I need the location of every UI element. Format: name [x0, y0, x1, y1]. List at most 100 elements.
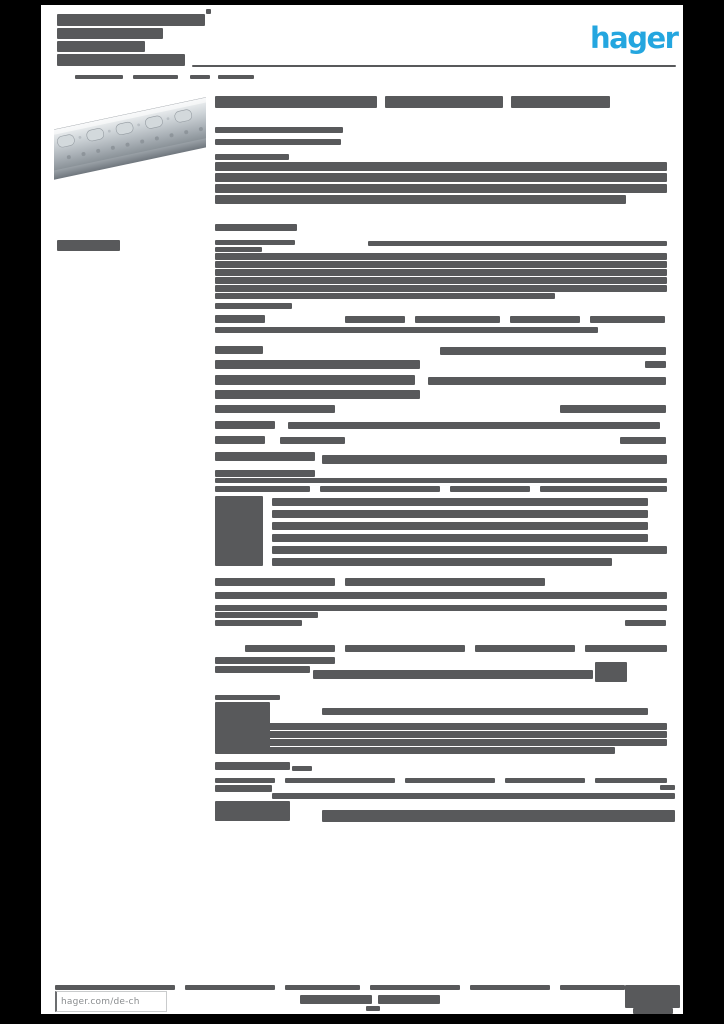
technical-table-bar	[215, 360, 420, 369]
details-section-bar	[215, 285, 667, 292]
dimension-row-bar	[475, 645, 575, 652]
description-section-bar	[215, 224, 297, 231]
technical-table-bar	[215, 346, 263, 354]
technical-table-bar	[322, 455, 667, 464]
logistics-section-bar	[215, 762, 290, 770]
header-address-bar	[57, 54, 185, 66]
technical-table-bar	[288, 422, 660, 429]
logistics-section-bar	[272, 793, 675, 799]
header-address-bar	[57, 41, 145, 52]
technical-table-bar	[215, 390, 420, 399]
description-section-bar	[215, 162, 667, 171]
technical-table-bar	[215, 375, 415, 385]
details-section-bar	[215, 315, 265, 323]
logistics-section-bar	[505, 778, 585, 783]
subtitle-bar	[215, 127, 343, 133]
page-margin-top	[0, 0, 724, 5]
page-margin-right	[683, 0, 724, 1024]
description-section-bar	[215, 154, 289, 160]
technical-table-bar	[428, 377, 666, 385]
logistics-section-bar	[595, 778, 667, 783]
characteristics-table-bar	[215, 486, 310, 492]
footer-website-box[interactable]: hager.com/de-ch	[55, 991, 167, 1012]
product-image	[36, 84, 224, 190]
technical-table-bar	[215, 470, 315, 477]
details-section-bar	[345, 316, 405, 323]
characteristics-table-bar	[215, 592, 667, 599]
hager-logo: hager	[590, 21, 679, 55]
header-address-bar	[206, 9, 211, 14]
characteristics-table-bar	[215, 496, 263, 566]
characteristics-table-bar	[215, 578, 335, 586]
details-section-bar	[215, 303, 292, 309]
details-section-bar	[215, 277, 667, 284]
logistics-section-bar	[292, 766, 312, 771]
footer-disclaimer-bar	[55, 985, 175, 990]
header-subline-bar	[133, 75, 178, 79]
footer-disclaimer-bar	[470, 985, 550, 990]
logistics-section-bar	[285, 778, 395, 783]
header-rule-bar	[192, 65, 676, 67]
details-section-bar	[215, 293, 555, 299]
characteristics-table-bar	[215, 478, 667, 483]
footer-pageinfo-bar	[300, 995, 372, 1004]
logistics-section-bar	[215, 785, 272, 792]
footer-disclaimer-bar	[370, 985, 460, 990]
side-label-bar	[57, 240, 120, 251]
details-section-bar	[590, 316, 665, 323]
details-section-bar	[215, 261, 667, 268]
technical-table-bar	[560, 405, 666, 413]
page-margin-left	[0, 0, 41, 1024]
details-section-bar	[215, 240, 295, 245]
mounting-rail-illustration	[36, 95, 224, 182]
product-title-bar	[385, 96, 503, 108]
details-section-bar	[215, 327, 598, 333]
footer-disclaimer-bar	[560, 985, 625, 990]
logistics-section-bar	[215, 778, 275, 783]
details-section-bar	[368, 241, 667, 246]
dimension-row-bar	[625, 620, 666, 626]
description-section-bar	[215, 173, 667, 182]
footer-website-link[interactable]: hager.com/de-ch	[61, 996, 140, 1007]
logistics-section-bar	[215, 739, 667, 746]
characteristics-table-bar	[272, 498, 648, 506]
characteristics-table-bar	[215, 605, 667, 611]
footer-disclaimer-bar	[185, 985, 275, 990]
logistics-section-bar	[215, 723, 667, 730]
characteristics-table-bar	[272, 534, 648, 542]
details-section-bar	[215, 269, 667, 276]
details-section-bar	[215, 253, 667, 260]
characteristics-table-bar	[320, 486, 440, 492]
characteristics-table-bar	[272, 522, 648, 530]
technical-table-bar	[280, 437, 345, 444]
header-subline-bar	[75, 75, 123, 79]
header-address-bar	[57, 28, 163, 39]
subtitle-bar	[215, 139, 341, 145]
weight-row-bar	[313, 670, 593, 679]
description-section-bar	[215, 184, 667, 193]
characteristics-table-bar	[540, 486, 667, 492]
details-section-bar	[415, 316, 500, 323]
dimension-row-bar	[215, 612, 318, 618]
logistics-section-bar	[215, 695, 280, 700]
page-margin-bottom	[0, 1014, 724, 1024]
characteristics-table-bar	[345, 578, 545, 586]
characteristics-table-bar	[272, 546, 667, 554]
logistics-section-bar	[660, 785, 675, 790]
product-title-bar	[215, 96, 377, 108]
weight-row-bar	[595, 662, 627, 682]
logistics-section-bar	[215, 747, 615, 754]
header-subline-bar	[218, 75, 254, 79]
footer-pageinfo-bar	[378, 995, 440, 1004]
technical-table-bar	[440, 347, 666, 355]
technical-table-bar	[215, 405, 335, 413]
technical-table-bar	[620, 437, 666, 444]
logistics-section-bar	[405, 778, 495, 783]
weight-row-bar	[215, 657, 335, 664]
footer-pageinfo-bar	[366, 1006, 380, 1011]
footer-mark-bar	[633, 1008, 673, 1014]
details-section-bar	[510, 316, 580, 323]
header-subline-bar	[190, 75, 210, 79]
technical-table-bar	[215, 421, 275, 429]
